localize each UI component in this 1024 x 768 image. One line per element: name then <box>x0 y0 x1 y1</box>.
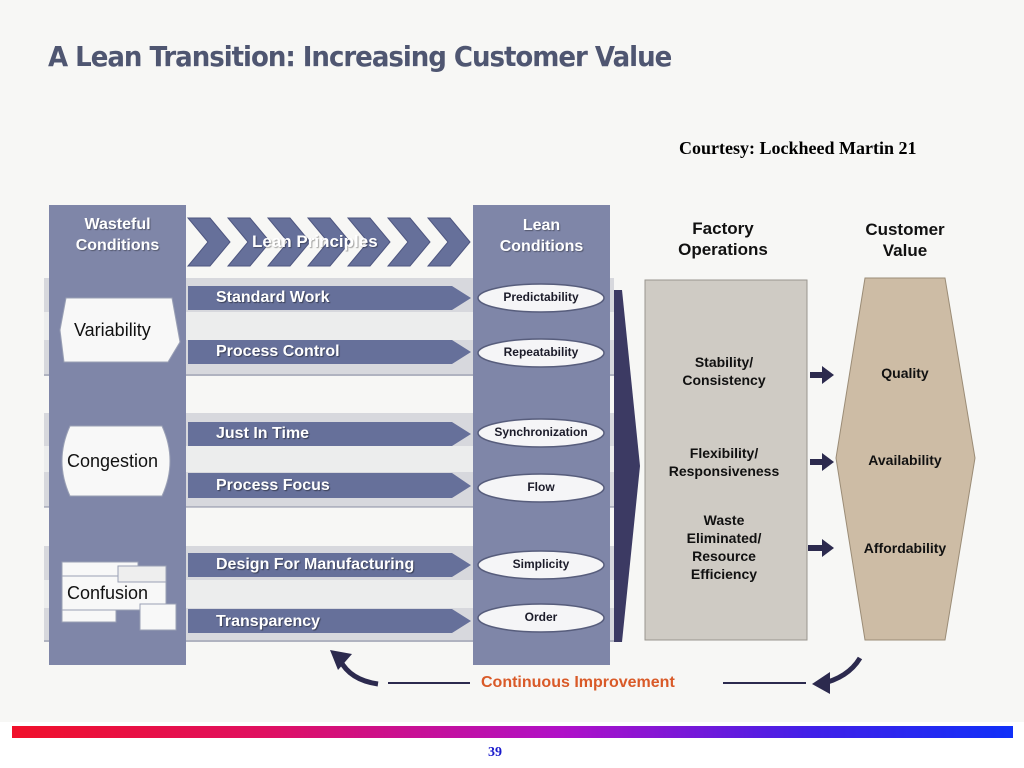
footer-color-bar <box>12 726 1013 738</box>
principle-arrows <box>188 286 471 633</box>
lean-condition-repeatability: Repeatability <box>503 345 579 359</box>
lean-condition-predictability: Predictability <box>503 290 579 304</box>
lean-condition-simplicity: Simplicity <box>512 557 570 571</box>
ops-to-value-arrows <box>808 366 834 557</box>
wasteful-condition-confusion: Confusion <box>67 583 149 603</box>
lean-condition-synchronization: Synchronization <box>494 425 588 439</box>
wasteful-condition-variability: Variability <box>74 320 151 340</box>
customer-value-affordability: Affordability <box>863 540 947 556</box>
slide-number: 39 <box>488 745 502 760</box>
wasteful-condition-shapes <box>59 297 181 631</box>
lean-principles-header: Lean Principles <box>252 232 378 251</box>
principle-process-focus: Process Focus <box>216 477 330 494</box>
customer-value-hexagon <box>835 277 976 641</box>
courtesy-credit: Courtesy: Lockheed Martin 21 <box>679 138 917 158</box>
merge-arrow <box>614 290 640 642</box>
principle-design-for-manufacturing: Design For Manufacturing <box>216 556 415 573</box>
lean-condition-pills <box>477 283 605 633</box>
factory-op-stability: Stability/Consistency <box>682 354 766 388</box>
principle-transparency: Transparency <box>216 613 321 630</box>
principle-process-control: Process Control <box>216 343 340 360</box>
factory-operations-box <box>644 279 808 641</box>
wasteful-condition-congestion: Congestion <box>67 451 159 471</box>
customer-value-availability: Availability <box>868 452 942 468</box>
lean-condition-order: Order <box>524 610 558 624</box>
principle-just-in-time: Just In Time <box>216 425 310 442</box>
continuous-improvement-loop <box>330 650 863 694</box>
factory-op-flexibility: Flexibility/Responsiveness <box>668 445 780 479</box>
page-title: A Lean Transition: Increasing Customer V… <box>48 40 672 73</box>
lean-principles-chevrons <box>186 217 471 267</box>
customer-value-quality: Quality <box>881 365 929 381</box>
continuous-improvement-label: Continuous Improvement <box>481 674 675 691</box>
lean-condition-flow: Flow <box>527 480 555 494</box>
principle-standard-work: Standard Work <box>216 289 330 306</box>
lean-transition-diagram <box>44 205 976 694</box>
